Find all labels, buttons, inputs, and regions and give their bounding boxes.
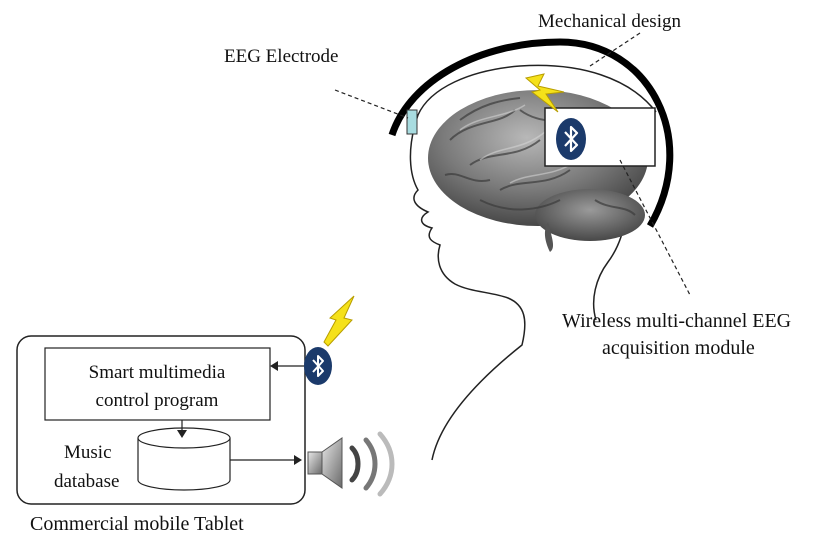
- mechanical-design-label: Mechanical design: [538, 11, 681, 32]
- control-program-label-line2: control program: [96, 390, 219, 411]
- control-program-label-line1: Smart multimedia: [89, 362, 226, 383]
- arrow-to-program: [270, 361, 278, 371]
- eeg-electrode: [406, 109, 418, 135]
- lightning-icon: [524, 73, 565, 113]
- control-program-box: [44, 347, 271, 421]
- bluetooth-icon: [304, 347, 332, 385]
- bluetooth-icon: [556, 118, 586, 160]
- music-database-cylinder: [137, 427, 231, 491]
- arrow-to-database: [177, 430, 187, 438]
- module-leader: [619, 159, 691, 296]
- mechanical-leader: [589, 32, 641, 67]
- music-database-label-line2: database: [54, 471, 119, 492]
- headband: [388, 38, 674, 228]
- wireless-module-label-line1: Wireless multi-channel EEG: [562, 310, 791, 332]
- speaker-icon: [307, 431, 395, 497]
- arrow-to-speaker: [294, 455, 302, 465]
- electrode-leader: [334, 89, 409, 119]
- lightning-icon: [323, 295, 355, 347]
- wireless-module-label-line2: acquisition module: [602, 337, 755, 359]
- tablet-label: Commercial mobile Tablet: [30, 513, 244, 535]
- head-outline: [409, 64, 657, 461]
- eeg-electrode-label: EEG Electrode: [224, 46, 338, 67]
- music-database-label-line1: Music: [64, 442, 112, 463]
